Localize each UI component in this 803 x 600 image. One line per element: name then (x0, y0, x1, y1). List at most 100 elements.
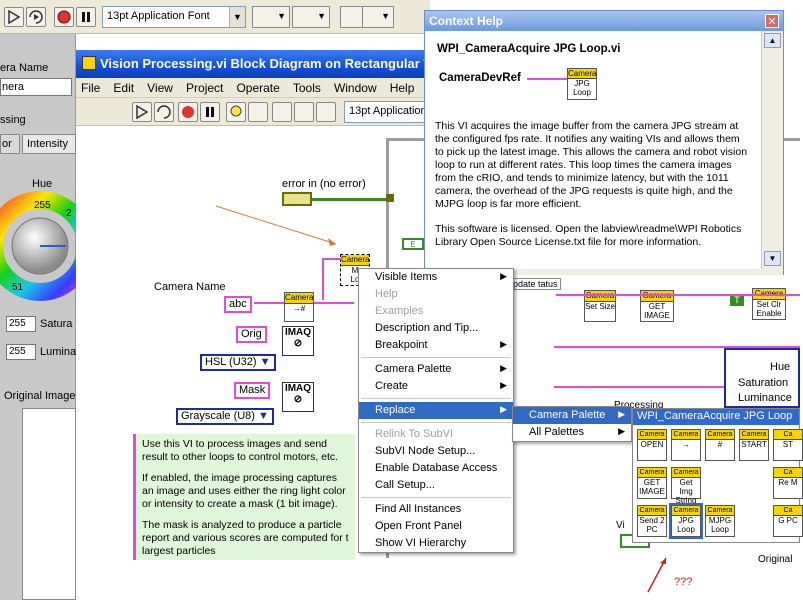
tab-color[interactable]: or (0, 134, 20, 154)
run-icon[interactable] (4, 7, 24, 27)
mask-constant[interactable]: Mask (234, 382, 271, 399)
context-menu-item[interactable]: Breakpoint▶ (375, 339, 507, 351)
close-icon[interactable]: ✕ (765, 14, 779, 28)
menu-window[interactable]: Window (333, 81, 377, 95)
replace-submenu-item[interactable]: All Palettes▶ (529, 426, 625, 438)
imaq-create-mask-node[interactable]: IMAQ⊘ (282, 382, 314, 412)
terminal-wire (527, 78, 567, 80)
error-in-terminal[interactable] (282, 192, 312, 206)
true-constant[interactable]: T (730, 294, 744, 306)
string-constant[interactable]: abc (224, 296, 252, 313)
menu-view[interactable]: View (147, 81, 173, 95)
ring-dropdown-icon: ▼ (258, 410, 269, 422)
orig-constant[interactable]: Orig (236, 326, 267, 343)
menu-file[interactable]: File (81, 81, 101, 95)
saturation-label: Saturation (738, 377, 789, 389)
block-diagram-title-bar[interactable]: Vision Processing.vi Block Diagram on Re… (76, 50, 438, 78)
context-menu-item[interactable]: Show VI Hierarchy (375, 537, 467, 549)
run-continuously-icon[interactable] (26, 7, 46, 27)
replace-submenu-item[interactable]: Camera Palette▶ (513, 407, 631, 424)
chevron-down-icon: ▼ (229, 7, 245, 27)
front-panel: era Name nera ssing or Intensity Hue 255… (0, 34, 95, 600)
dial-left-value: 51 (12, 282, 24, 293)
camera-name-label: Camera Name (154, 281, 226, 293)
context-menu-item[interactable]: Description and Tip... (375, 322, 479, 334)
update-status-node[interactable]: pdate tatus (510, 278, 561, 290)
question-annotation: ??? (674, 576, 693, 588)
camera-name-field[interactable]: nera (0, 78, 72, 96)
step-over-icon[interactable] (294, 102, 314, 122)
set-clr-enable-node[interactable]: CameraSet Clr Enable (752, 288, 786, 320)
replace-submenu: Camera Palette▶ All Palettes▶ (512, 406, 632, 442)
hsl-ring[interactable]: HSL (U32) ▼ (200, 354, 276, 371)
menu-help[interactable]: Help (389, 81, 415, 95)
wire (314, 302, 354, 304)
annotation-arrow-icon (215, 205, 337, 246)
original-label: Original (758, 554, 793, 565)
bool-terminal[interactable]: E (402, 238, 424, 250)
grayscale-ring[interactable]: Grayscale (U8) ▼ (176, 408, 274, 425)
tab-intensity[interactable]: Intensity (22, 134, 76, 154)
menu-separator (361, 497, 511, 498)
bd-font-select[interactable]: 13pt Application (344, 101, 427, 123)
hue-label: Hue (32, 178, 53, 190)
context-menu-item[interactable]: Find All Instances (375, 503, 462, 515)
context-help-scrollbar[interactable]: ▲ ▼ (761, 31, 783, 269)
distribute-objects-select[interactable]: ▼ (292, 6, 330, 28)
step-into-icon[interactable] (272, 102, 292, 122)
luminance-field[interactable]: 255 (6, 344, 36, 360)
hue-label: Hue (770, 361, 791, 373)
retain-wire-values-icon[interactable] (248, 102, 268, 122)
menu-operate[interactable]: Operate (236, 81, 280, 95)
camera-node[interactable]: Camera→# (284, 292, 314, 322)
context-menu-item[interactable]: Create▶ (375, 380, 507, 392)
context-help-title-bar[interactable]: Context Help (425, 11, 783, 31)
saturation-label: Satura (40, 318, 73, 330)
scroll-up-icon[interactable]: ▲ (764, 33, 781, 48)
reorder-select[interactable]: ▼ (362, 6, 394, 28)
run-continuously-icon[interactable] (154, 102, 174, 122)
context-menu-item[interactable]: SubVI Node Setup... (375, 445, 476, 457)
imaq-create-node[interactable]: IMAQ⊘ (282, 326, 314, 356)
context-menu-item[interactable]: Camera Palette▶ (375, 363, 507, 375)
align-objects-select[interactable]: ▼ (252, 6, 290, 28)
highlight-execution-icon[interactable] (226, 102, 246, 122)
abort-icon[interactable] (178, 102, 198, 122)
context-menu-item[interactable]: Visible Items▶ (375, 271, 507, 283)
menu-project[interactable]: Project (186, 81, 224, 95)
wire (322, 258, 342, 260)
saturation-field[interactable]: 255 (6, 316, 36, 332)
context-menu-item[interactable]: Open Front Panel (375, 520, 462, 532)
abort-icon[interactable] (54, 7, 74, 27)
context-menu-item[interactable]: Replace▶ (359, 402, 513, 419)
menu-tools[interactable]: Tools (292, 81, 321, 95)
palette-vi-icon[interactable]: Camera# (705, 429, 735, 461)
run-icon[interactable] (132, 102, 152, 122)
hue-dial[interactable] (0, 191, 95, 314)
pause-icon[interactable] (76, 7, 96, 27)
step-out-icon[interactable] (316, 102, 336, 122)
scroll-down-icon[interactable]: ▼ (764, 251, 781, 266)
luminance-label: Luminance (738, 392, 792, 404)
context-menu-item[interactable]: Enable Database Access (375, 462, 498, 474)
processing-label: Processing (614, 400, 664, 411)
font-select[interactable]: 13pt Application Font▼ (102, 6, 246, 28)
pause-icon[interactable] (200, 102, 220, 122)
luminance-label: Lumina (40, 346, 77, 358)
menu-edit[interactable]: Edit (113, 81, 135, 95)
palette-empty-slot (705, 467, 735, 499)
palette-vi-icon[interactable]: Camera→ (671, 429, 701, 461)
context-menu-item[interactable]: Call Setup... (375, 479, 435, 491)
